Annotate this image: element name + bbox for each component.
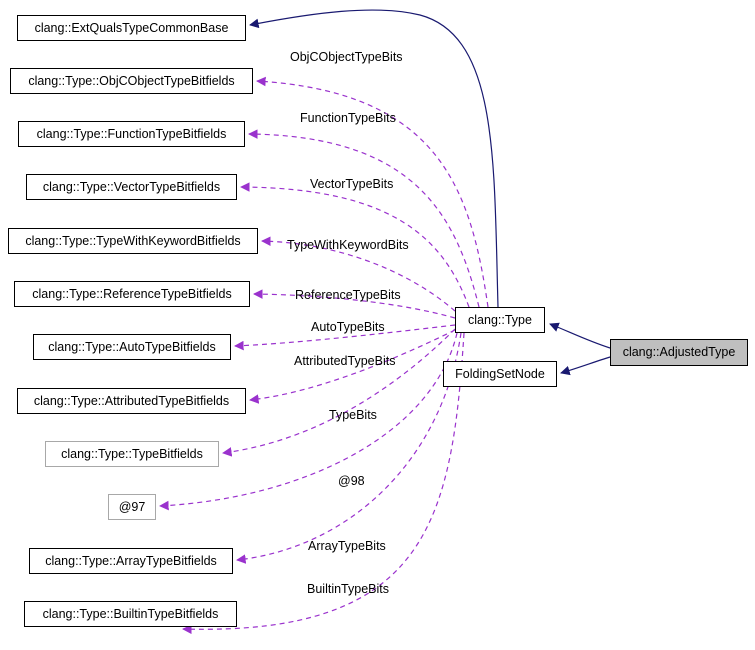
edge-label-objc-object-type-bits: ObjCObjectTypeBits — [290, 50, 403, 64]
node-folding-set-node[interactable]: FoldingSetNode — [443, 361, 557, 387]
node-type-with-keyword-bitfields[interactable]: clang::Type::TypeWithKeywordBitfields — [8, 228, 258, 254]
edge-usage-type-with-keyword — [261, 236, 456, 312]
node-builtin-type-bitfields[interactable]: clang::Type::BuiltinTypeBitfields — [24, 601, 237, 627]
edge-label-attributed-type-bits: AttributedTypeBits — [294, 354, 396, 368]
edge-label-builtin-type-bits: BuiltinTypeBits — [307, 582, 389, 596]
node-type-bitfields: clang::Type::TypeBitfields — [45, 441, 219, 467]
node-reference-type-bitfields[interactable]: clang::Type::ReferenceTypeBitfields — [14, 281, 250, 307]
edge-label-auto-type-bits: AutoTypeBits — [311, 320, 385, 334]
node-attributed-type-bitfields[interactable]: clang::Type::AttributedTypeBitfields — [17, 388, 246, 414]
edge-usage-array — [236, 332, 462, 564]
edge-usage-objc-object — [256, 76, 489, 308]
edge-usage-type-bitfields — [222, 328, 456, 457]
edge-label-anon-98: @98 — [338, 474, 365, 488]
node-clang-type[interactable]: clang::Type — [455, 307, 545, 333]
edge-label-type-bits: TypeBits — [329, 408, 377, 422]
edge-label-type-with-keyword-bits: TypeWithKeywordBits — [287, 238, 409, 252]
edge-label-vector-type-bits: VectorTypeBits — [310, 177, 394, 191]
edge-label-function-type-bits: FunctionTypeBits — [300, 111, 396, 125]
edge-usage-builtin — [182, 332, 465, 635]
edge-inherit-adjusted-foldingsetnode — [560, 356, 611, 376]
edge-inherit-adjusted-type — [549, 322, 611, 349]
node-auto-type-bitfields[interactable]: clang::Type::AutoTypeBitfields — [33, 334, 231, 360]
edge-label-array-type-bits: ArrayTypeBits — [308, 539, 386, 553]
node-vector-type-bitfields[interactable]: clang::Type::VectorTypeBitfields — [26, 174, 237, 200]
node-adjusted-type: clang::AdjustedType — [610, 339, 748, 366]
node-ext-quals-type-common-base[interactable]: clang::ExtQualsTypeCommonBase — [17, 15, 246, 41]
edge-label-reference-type-bits: ReferenceTypeBits — [295, 288, 401, 302]
node-objc-object-type-bitfields[interactable]: clang::Type::ObjCObjectTypeBitfields — [10, 68, 253, 94]
node-function-type-bitfields[interactable]: clang::Type::FunctionTypeBitfields — [18, 121, 245, 147]
edge-usage-vector — [240, 182, 470, 308]
edge-usage-anon97 — [159, 332, 458, 511]
edge-usage-reference — [253, 289, 456, 319]
edge-usage-function — [248, 129, 480, 308]
node-array-type-bitfields[interactable]: clang::Type::ArrayTypeBitfields — [29, 548, 233, 574]
edge-usage-attributed — [249, 329, 456, 404]
edge-inherit-type-extquals — [249, 9, 499, 308]
node-anon-97: @97 — [108, 494, 156, 520]
